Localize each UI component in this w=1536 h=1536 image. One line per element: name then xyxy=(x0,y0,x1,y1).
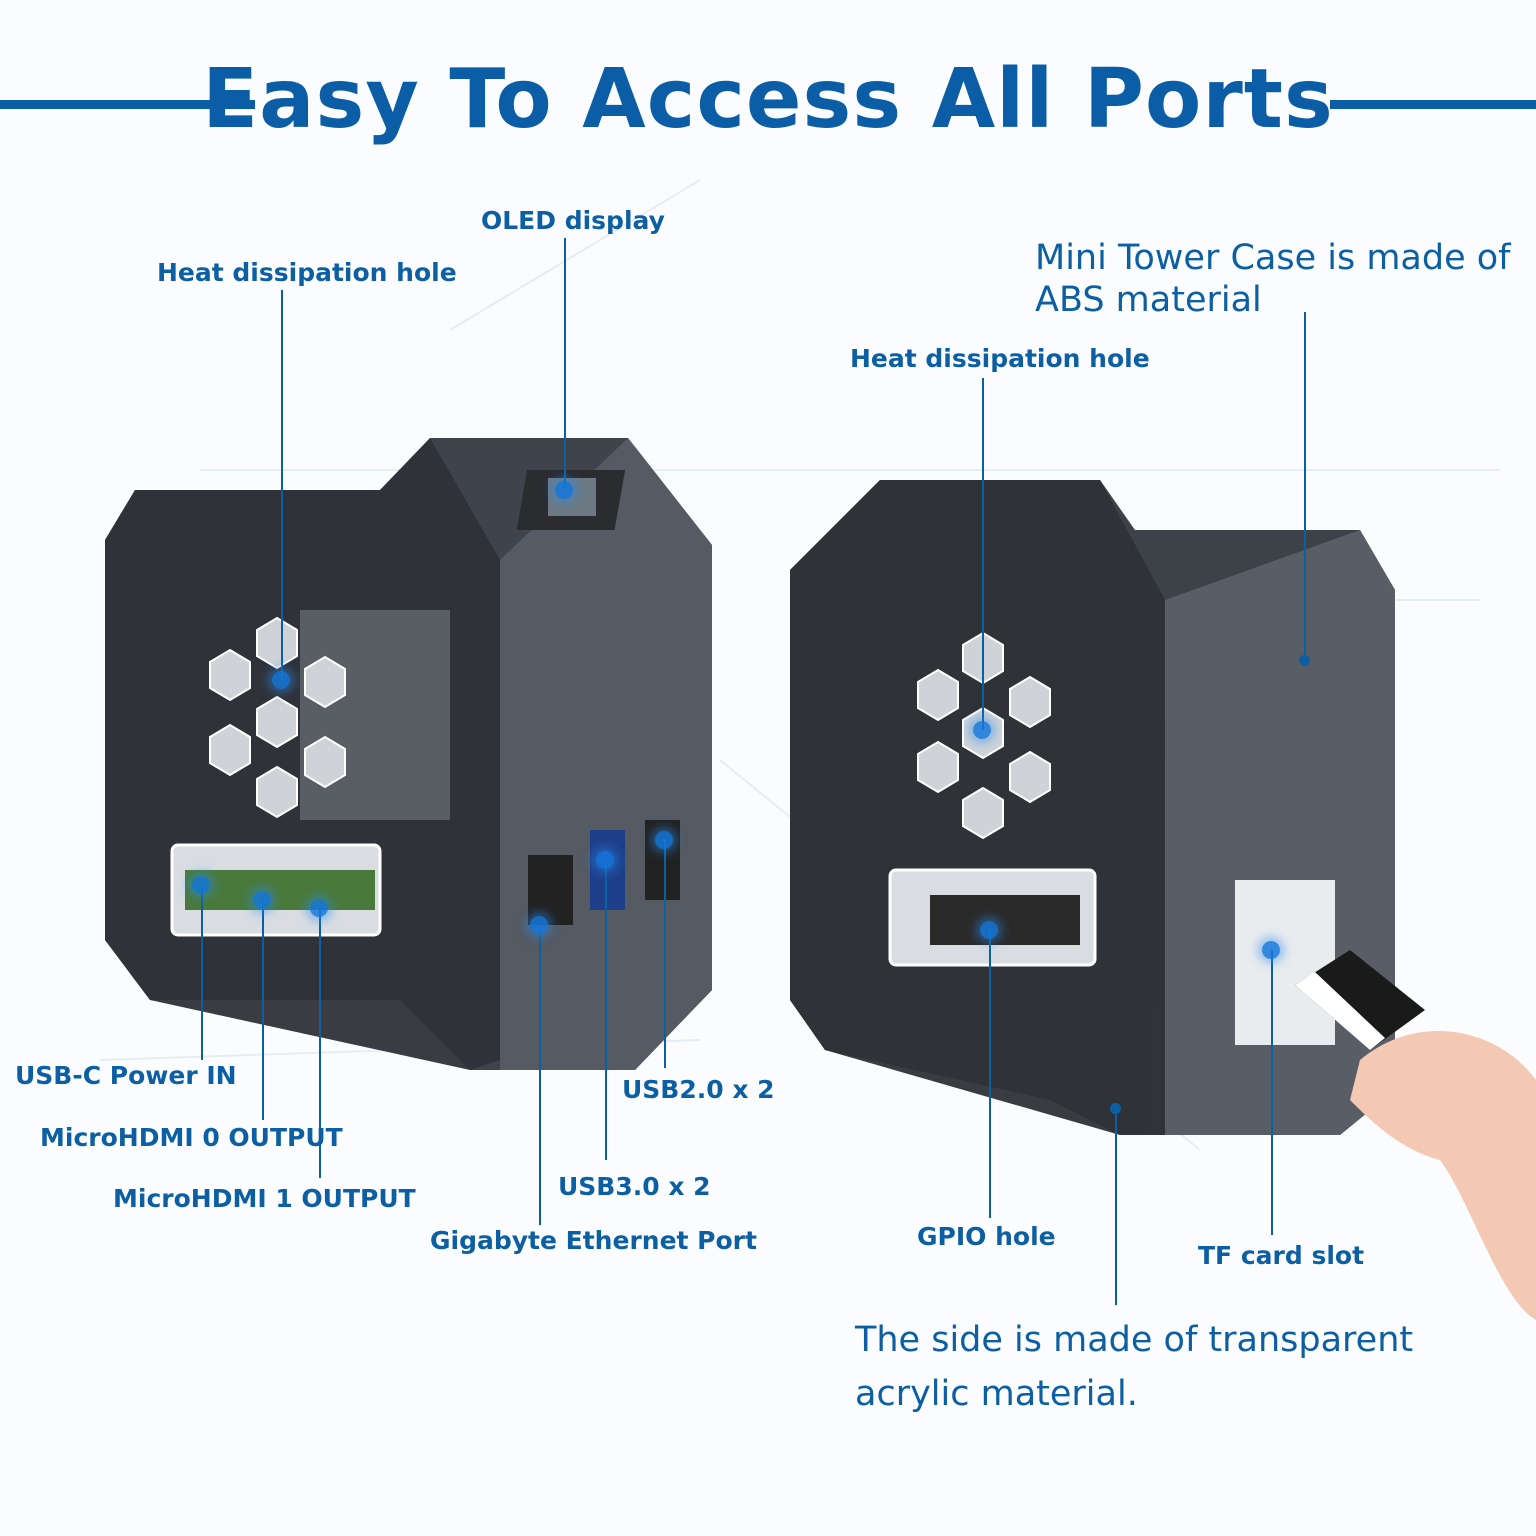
label-abs-material: Mini Tower Case is made of ABS material xyxy=(1035,237,1511,321)
leader-tf xyxy=(1271,950,1273,1235)
leader-ethernet xyxy=(539,925,541,1225)
label-usb2: USB2.0 x 2 xyxy=(622,1075,775,1104)
label-gpio: GPIO hole xyxy=(917,1222,1056,1251)
leader-side xyxy=(1115,1108,1117,1305)
marker-ethernet xyxy=(530,916,548,934)
label-side-acrylic: The side is made of transparent acrylic … xyxy=(855,1313,1413,1421)
marker-usb-c xyxy=(192,876,210,894)
marker-tf xyxy=(1262,941,1280,959)
page-title: Easy To Access All Ports xyxy=(202,52,1334,147)
label-tf-slot: TF card slot xyxy=(1198,1241,1365,1270)
abs-line-2: ABS material xyxy=(1035,280,1262,320)
abs-line-1: Mini Tower Case is made of xyxy=(1035,238,1511,278)
leader-usb3 xyxy=(605,860,607,1160)
leader-oled xyxy=(564,238,566,490)
leader-gpio xyxy=(989,930,991,1218)
marker-microhdmi1 xyxy=(310,899,328,917)
right-hex-holes xyxy=(917,631,1051,840)
leader-usb2 xyxy=(664,840,666,1068)
marker-heat-left xyxy=(272,671,290,689)
marker-abs xyxy=(1299,655,1310,666)
marker-gpio xyxy=(980,921,998,939)
label-oled-display: OLED display xyxy=(481,206,665,235)
side-line-2: acrylic material. xyxy=(855,1374,1138,1414)
label-microhdmi0: MicroHDMI 0 OUTPUT xyxy=(40,1123,343,1152)
marker-heat-right xyxy=(973,721,991,739)
right-case xyxy=(790,480,1395,1135)
leader-heat-right xyxy=(982,378,984,730)
leader-microhdmi1 xyxy=(319,908,321,1178)
label-usb-c: USB-C Power IN xyxy=(15,1061,237,1090)
label-ethernet: Gigabyte Ethernet Port xyxy=(430,1226,757,1255)
leader-heat-left xyxy=(281,290,283,680)
marker-microhdmi0 xyxy=(253,891,271,909)
label-usb3: USB3.0 x 2 xyxy=(558,1172,711,1201)
sd-card-in-hand xyxy=(1295,950,1536,1320)
marker-usb2 xyxy=(655,831,673,849)
label-microhdmi1: MicroHDMI 1 OUTPUT xyxy=(113,1184,416,1213)
side-line-1: The side is made of transparent xyxy=(855,1320,1414,1360)
leader-microhdmi0 xyxy=(262,900,264,1120)
title-rule-left xyxy=(0,100,255,109)
label-heat-hole-right: Heat dissipation hole xyxy=(850,344,1150,373)
title-rule-right xyxy=(1330,100,1536,109)
left-hex-holes xyxy=(209,616,346,819)
leader-abs xyxy=(1304,312,1306,660)
left-case xyxy=(105,438,712,1070)
marker-oled xyxy=(555,481,573,499)
marker-usb3 xyxy=(596,851,614,869)
marker-side xyxy=(1110,1103,1121,1114)
leader-usb-c xyxy=(201,885,203,1060)
label-heat-hole-left: Heat dissipation hole xyxy=(157,258,457,287)
